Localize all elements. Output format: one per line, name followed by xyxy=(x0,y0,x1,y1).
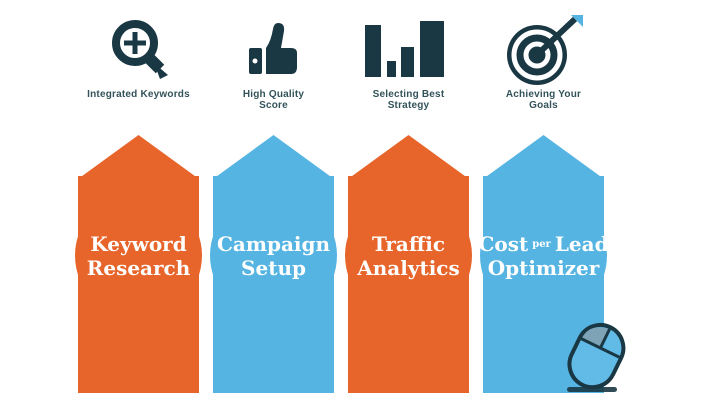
feature-badge: Cost per Lead Optimizer xyxy=(478,192,609,319)
column-caption: Integrated Keywords xyxy=(87,89,190,100)
badge-title-line1: Keyword xyxy=(90,231,187,256)
ribbon-arrow xyxy=(483,135,604,179)
badge-title-line2: Optimizer xyxy=(487,255,600,280)
feature-badge: Traffic Analytics xyxy=(345,192,472,319)
thumbs-up-icon xyxy=(206,12,341,90)
feature-badge: Campaign Setup xyxy=(210,192,337,319)
ribbon-arrow xyxy=(213,135,334,179)
column-traffic-analytics: Selecting Best Strategy Traffic Analytic… xyxy=(341,0,476,406)
feature-badge: Keyword Research xyxy=(75,192,202,319)
column-keyword-research: Integrated Keywords Keyword Research xyxy=(71,0,206,406)
badge-title-line2: Research xyxy=(86,255,191,280)
column-caption: High Quality Score xyxy=(242,89,305,111)
column-cost-per-lead-optimizer: Achieving Your Goals Cost per Lead Optim… xyxy=(476,0,611,406)
badge-title-line1: Traffic xyxy=(371,231,446,256)
badge-title-line1: Campaign xyxy=(216,231,331,256)
ribbon-arrow xyxy=(348,135,469,179)
column-caption: Achieving Your Goals xyxy=(505,89,582,111)
badge-title-line2: Analytics xyxy=(357,255,460,280)
column-campaign-setup: High Quality Score Campaign Setup xyxy=(206,0,341,406)
column-caption: Selecting Best Strategy xyxy=(372,89,445,111)
magnifier-icon xyxy=(71,12,206,90)
computer-mouse-icon xyxy=(556,316,636,398)
badge-title-line1: Cost xyxy=(478,231,529,256)
badge-title-line2: Setup xyxy=(241,255,306,280)
ribbon-arrow xyxy=(78,135,199,179)
mouse-shadow xyxy=(567,387,617,392)
bar-chart-icon xyxy=(341,12,476,90)
target-icon xyxy=(476,12,611,90)
